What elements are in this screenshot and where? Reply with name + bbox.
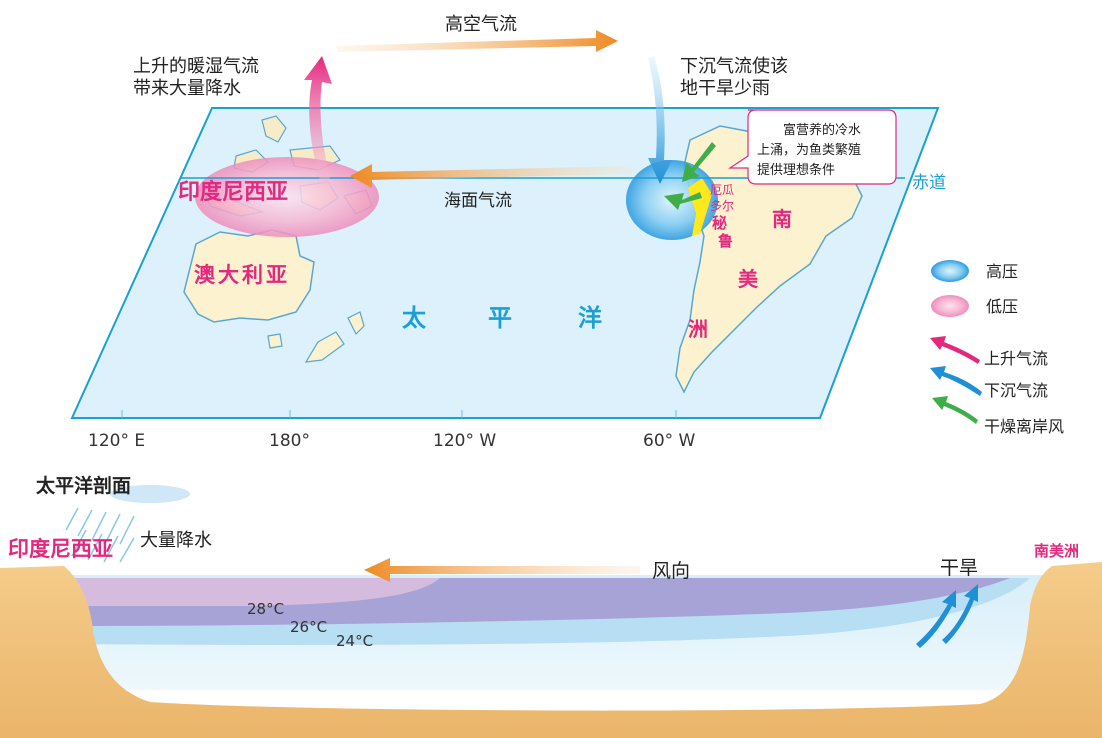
pacific-char-3: 洋 [578,304,602,332]
sinking-air-note-line1: 下沉气流使该 [680,56,788,77]
legend-item-rising-air: 上升气流 [930,336,1048,368]
rain-streaks [65,507,135,563]
legend-label-dry-offshore-wind: 干燥离岸风 [984,417,1064,436]
wind-direction-label: 风向 [652,560,690,582]
seabed [0,562,1102,738]
rising-air-note-line1: 上升的暖湿气流 [133,56,259,77]
upwelling-callout: 富营养的冷水 上涌，为鱼类繁殖 提供理想条件 [728,109,897,185]
isotherm-24c: 24°C [336,632,373,650]
drought-label: 干旱 [940,557,978,579]
peru-label-line1: 秘 [712,214,727,232]
equator-label: 赤道 [912,173,946,193]
upper-airflow-arrow [336,30,618,52]
pacific-char-1: 太 [402,304,427,332]
isotherm-26c: 26°C [290,618,327,636]
low-pressure-area [195,157,379,237]
low-pressure-icon [931,295,969,317]
upwelling-arrow-1 [916,590,956,648]
upwelling-zone [688,178,712,236]
ecuador-label-line2: 多尔 [710,198,734,213]
rising-air-arrow-icon [930,336,980,364]
heavy-rain-label: 大量降水 [140,530,212,551]
australia-label: 澳大利亚 [194,263,290,287]
upwelling-arrows [916,584,978,648]
sinking-air-note-line2: 地干旱少雨 [680,78,770,99]
south-america-char-1: 南 [772,207,792,231]
longitude-label-60w: 60° W [643,431,696,451]
longitude-label-120w: 120° W [433,431,496,451]
isotherm-28c: 28°C [247,600,284,618]
wind-direction-arrow [364,558,640,582]
legend-label-rising-air: 上升气流 [984,349,1048,368]
sinking-air-arrow-icon [930,366,982,396]
rising-air-arrow [304,56,332,186]
cloud [110,485,190,503]
upwelling-note-line1: 富营养的冷水 [783,122,861,138]
legend-item-high-pressure: 高压 [931,260,1018,282]
indonesia-map-label: 印度尼西亚 [178,179,288,205]
sinking-air-arrow [648,56,672,184]
upwelling-note-line3: 提供理想条件 [757,162,835,178]
ecuador-label-line1: 厄瓜 [710,183,734,197]
surface-flow-label: 海面气流 [444,191,512,211]
water-layer-28c [72,578,440,606]
legend-item-sinking-air: 下沉气流 [930,366,1048,400]
dry-offshore-wind-arrow-icon [932,396,978,424]
legend: 高压 低压 上升气流 下沉气流 干燥离岸风 [930,260,1064,436]
upper-flow-label: 高空气流 [445,14,517,35]
map-panel: 赤道 海面气流 高空气流 上升的暖湿气流 带来大量降水 下沉气流使该 地干旱少雨 [70,14,946,451]
new-zealand [304,311,365,363]
tasmania [267,333,283,349]
legend-item-low-pressure: 低压 [931,295,1018,317]
section-indonesia-label: 印度尼西亚 [8,537,113,561]
upwelling-note-line2: 上涌，为鱼类繁殖 [757,142,861,158]
south-america-char-3: 洲 [688,317,708,341]
pacific-cross-section: 太平洋剖面 印度尼西亚 大量降水 风向 干旱 南美洲 [0,474,1102,738]
legend-label-low-pressure: 低压 [986,297,1018,316]
section-title: 太平洋剖面 [36,474,131,497]
legend-label-high-pressure: 高压 [986,262,1018,281]
peru-label-line2: 鲁 [718,232,733,250]
legend-item-dry-offshore-wind: 干燥离岸风 [932,396,1064,436]
rising-air-note-line2: 带来大量降水 [133,78,241,99]
high-pressure-icon [931,260,969,282]
longitude-ticks [121,410,677,418]
legend-label-sinking-air: 下沉气流 [984,381,1048,400]
surface-airflow-arrow [350,164,632,188]
pacific-char-2: 平 [488,304,512,332]
section-south-america-label: 南美洲 [1034,542,1079,560]
dry-offshore-wind-arrows [664,142,716,210]
south-america-char-2: 美 [738,267,759,291]
upwelling-arrow-2 [942,584,978,644]
longitude-label-180: 180° [269,431,310,451]
longitude-label-120e: 120° E [88,431,145,451]
